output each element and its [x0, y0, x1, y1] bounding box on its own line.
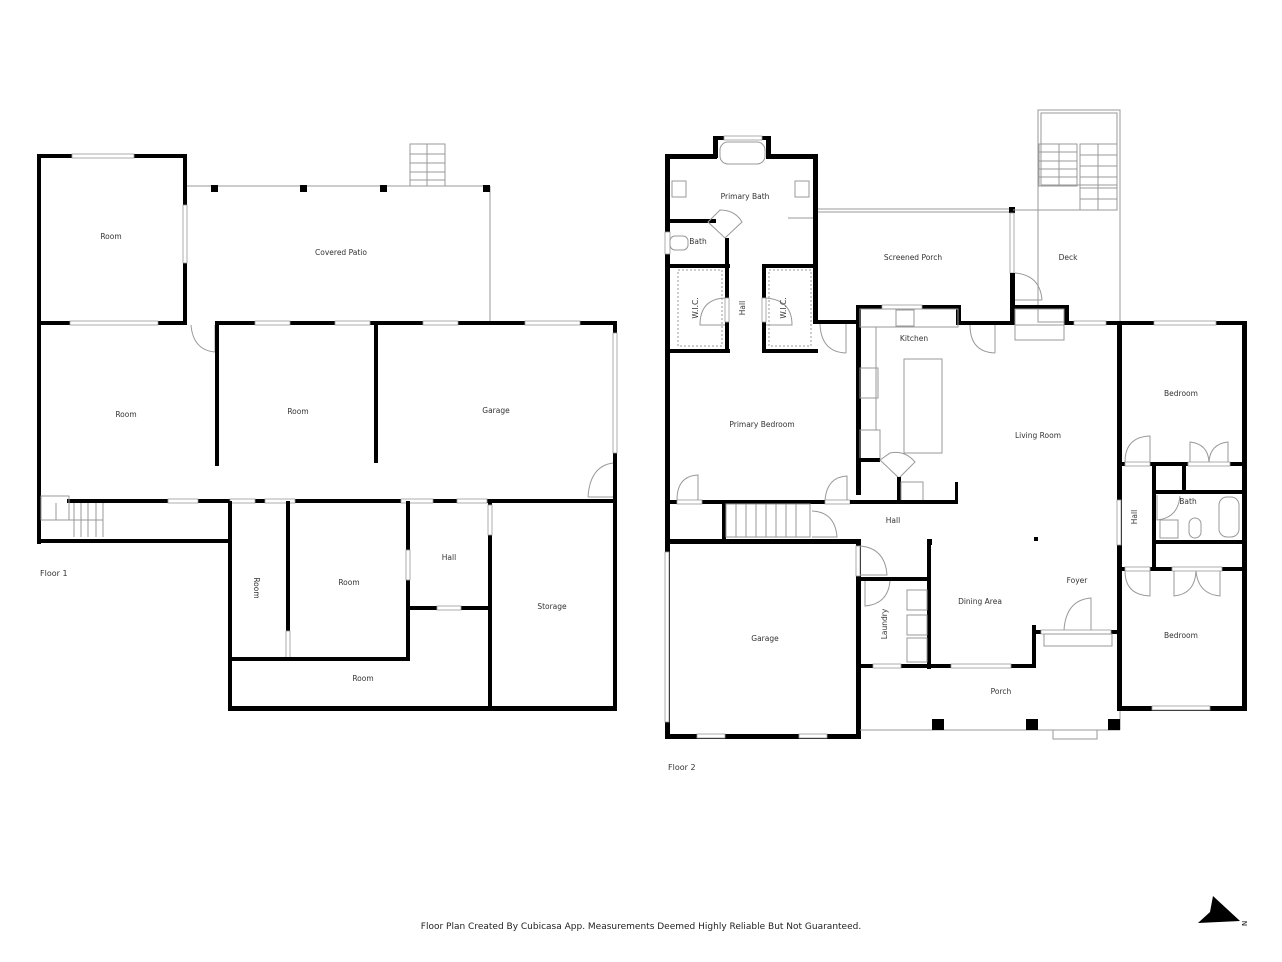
floor-2-title: Floor 2	[668, 763, 696, 772]
room-label: Foyer	[1067, 576, 1089, 585]
room-label: Kitchen	[900, 334, 928, 343]
room-label: Room	[287, 407, 308, 416]
room-label: Laundry	[880, 608, 889, 639]
room-label: Hall	[886, 516, 900, 525]
room-label: Bath	[689, 237, 707, 246]
room-label: Hall	[442, 553, 456, 562]
floor-2-labels: Primary Bath Bath W.I.C. Hall W.I.C. Scr…	[668, 192, 1198, 772]
room-label: Porch	[991, 687, 1012, 696]
floor-2-plan	[664, 109, 1247, 740]
floor-1-labels: Room Covered Patio Room Room Garage Room…	[40, 232, 567, 683]
room-label: Primary Bath	[721, 192, 770, 201]
room-label: Covered Patio	[315, 248, 367, 257]
compass-label: N	[1241, 921, 1249, 926]
room-label: Room	[115, 410, 136, 419]
room-label: Room	[338, 578, 359, 587]
room-label: Dining Area	[958, 597, 1002, 606]
room-label: Garage	[751, 634, 779, 643]
room-label: Bedroom	[1164, 389, 1198, 398]
room-label: Hall	[1130, 510, 1139, 524]
room-label: Deck	[1059, 253, 1079, 262]
floor-1-plan	[37, 143, 618, 711]
floor-1-title: Floor 1	[40, 569, 68, 578]
room-label: Screened Porch	[884, 253, 942, 262]
north-arrow-icon: N	[1198, 896, 1249, 926]
room-label: Hall	[738, 301, 747, 315]
room-label: Bedroom	[1164, 631, 1198, 640]
room-label: Room	[352, 674, 373, 683]
room-label: W.I.C.	[691, 297, 700, 318]
room-label: Bath	[1179, 497, 1197, 506]
room-label: Room	[252, 577, 261, 598]
room-label: Room	[100, 232, 121, 241]
room-label: W.I.C.	[779, 297, 788, 318]
footer-disclaimer: Floor Plan Created By Cubicasa App. Meas…	[420, 922, 862, 932]
room-label: Garage	[482, 406, 510, 415]
room-label: Primary Bedroom	[729, 420, 794, 429]
room-label: Living Room	[1015, 431, 1061, 440]
room-label: Storage	[537, 602, 567, 611]
